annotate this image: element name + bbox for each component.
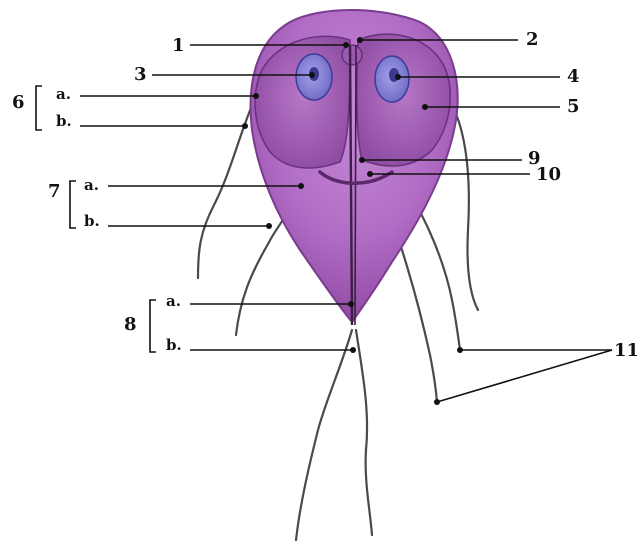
pointer-8a [348, 301, 354, 307]
pointer-11-upper [457, 347, 463, 353]
pointer-2 [357, 37, 363, 43]
basal-body-cluster [342, 45, 362, 65]
pointer-5 [422, 104, 428, 110]
caudal-flagellum-left [296, 330, 352, 540]
bracket-7 [70, 181, 76, 228]
pointer-3 [309, 72, 315, 78]
bracket-6 [36, 86, 42, 130]
label-7a: a. [84, 176, 99, 194]
pointer-11-lower [434, 399, 440, 405]
pointer-1 [343, 42, 349, 48]
pointer-8b [350, 347, 356, 353]
pointer-7b [266, 223, 272, 229]
pointer-6b [242, 123, 248, 129]
label-8: 8 [124, 314, 137, 335]
pointer-9 [359, 157, 365, 163]
pointer-10 [367, 171, 373, 177]
label-2: 2 [526, 29, 539, 50]
label-5: 5 [567, 96, 580, 117]
label-8b: b. [166, 336, 182, 354]
label-4: 4 [567, 66, 580, 87]
label-10: 10 [536, 164, 561, 185]
pointer-6a [253, 93, 259, 99]
pointer-4 [395, 74, 401, 80]
pointer-7a [298, 183, 304, 189]
label-7: 7 [48, 181, 61, 202]
label-3: 3 [134, 64, 147, 85]
label-6: 6 [12, 92, 25, 113]
label-1: 1 [172, 35, 185, 56]
label-6b: b. [56, 112, 72, 130]
label-11: 11 [614, 340, 637, 361]
label-8a: a. [166, 292, 181, 310]
label-7b: b. [84, 212, 100, 230]
caudal-flagellum-right [356, 330, 372, 535]
label-6a: a. [56, 85, 71, 103]
bracket-8 [150, 300, 156, 352]
leader-11-lower [437, 350, 612, 402]
anterior-flagellum-left [198, 92, 258, 278]
